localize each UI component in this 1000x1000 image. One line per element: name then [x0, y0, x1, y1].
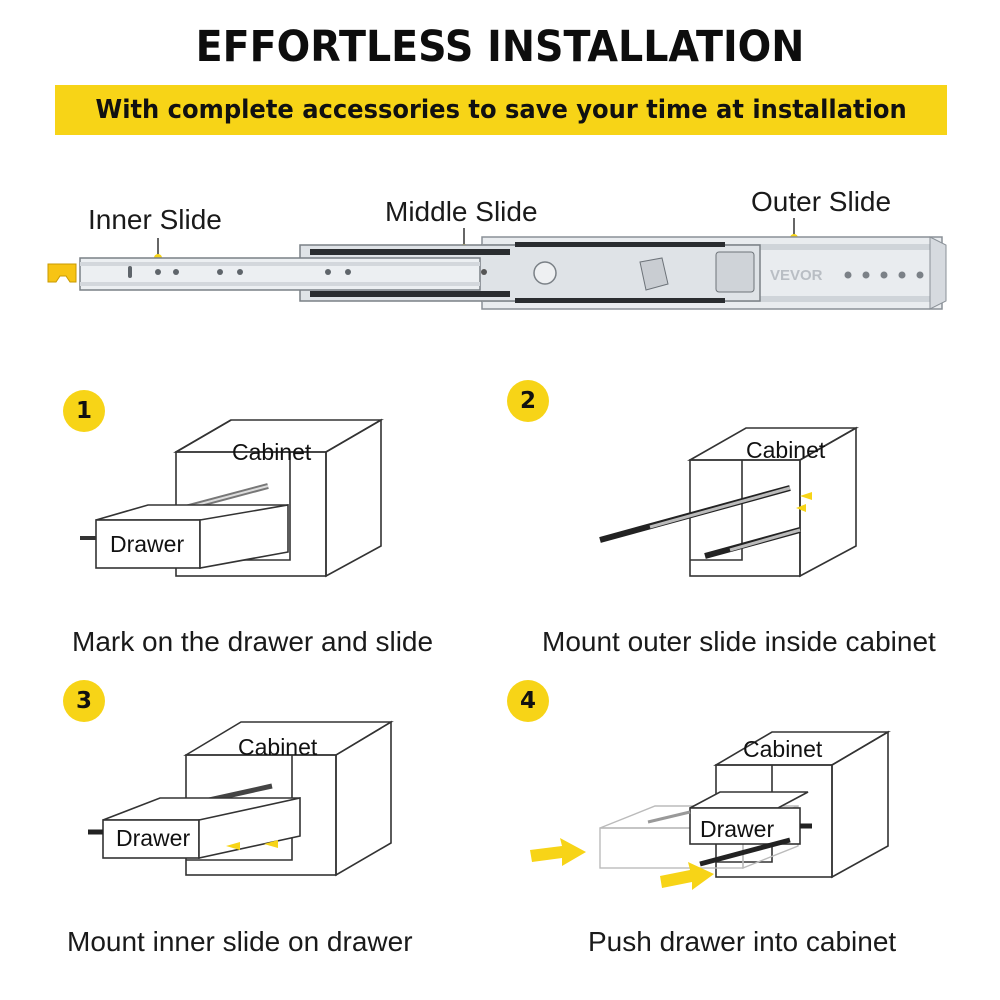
drawer-slide-illustration: VEVOR: [47, 218, 947, 310]
subtitle-banner: With complete accessories to save your t…: [55, 85, 947, 135]
brand-mark: VEVOR: [770, 267, 823, 284]
inner-slide-label: Inner Slide: [88, 204, 222, 235]
step-4-drawer-label: Drawer: [700, 816, 774, 842]
step-2-cabinet-label: Cabinet: [746, 437, 826, 463]
step-3-cabinet: [183, 720, 394, 877]
step-3-drawer-label: Drawer: [116, 825, 190, 851]
step-2-slides: [599, 485, 801, 559]
step-2-badge: 2: [507, 380, 549, 422]
step-3-caption: Mount inner slide on drawer: [67, 926, 413, 957]
step-2-arrows: [796, 492, 812, 512]
step-1-drawer-label: Drawer: [110, 531, 184, 557]
step-2-caption: Mount outer slide inside cabinet: [542, 626, 936, 657]
step-4-drawer: [689, 791, 812, 845]
step-4-cabinet-label: Cabinet: [743, 736, 823, 762]
step-3-arrows: [226, 840, 278, 850]
inner-slide: [47, 257, 481, 291]
step-4-badge: 4: [507, 680, 549, 722]
step-4-caption: Push drawer into cabinet: [588, 926, 897, 957]
step-1-caption: Mark on the drawer and slide: [72, 626, 434, 657]
step-1-badge: 1: [63, 390, 105, 432]
step-3-cabinet-label: Cabinet: [238, 734, 318, 760]
middle-slide-label: Middle Slide: [385, 196, 538, 227]
step-3-badge: 3: [63, 680, 105, 722]
step-1-cabinet-label: Cabinet: [232, 439, 312, 465]
middle-slide: [299, 242, 761, 303]
step-4-arrows: [530, 838, 714, 890]
step-4-slides: [647, 810, 791, 867]
step-3-drawer: [88, 797, 301, 859]
subtitle-text: With complete accessories to save your t…: [95, 95, 907, 125]
page-title: EFFORTLESS INSTALLATION: [195, 22, 805, 72]
outer-slide-label: Outer Slide: [751, 186, 892, 217]
step-1-drawer: [80, 504, 289, 569]
